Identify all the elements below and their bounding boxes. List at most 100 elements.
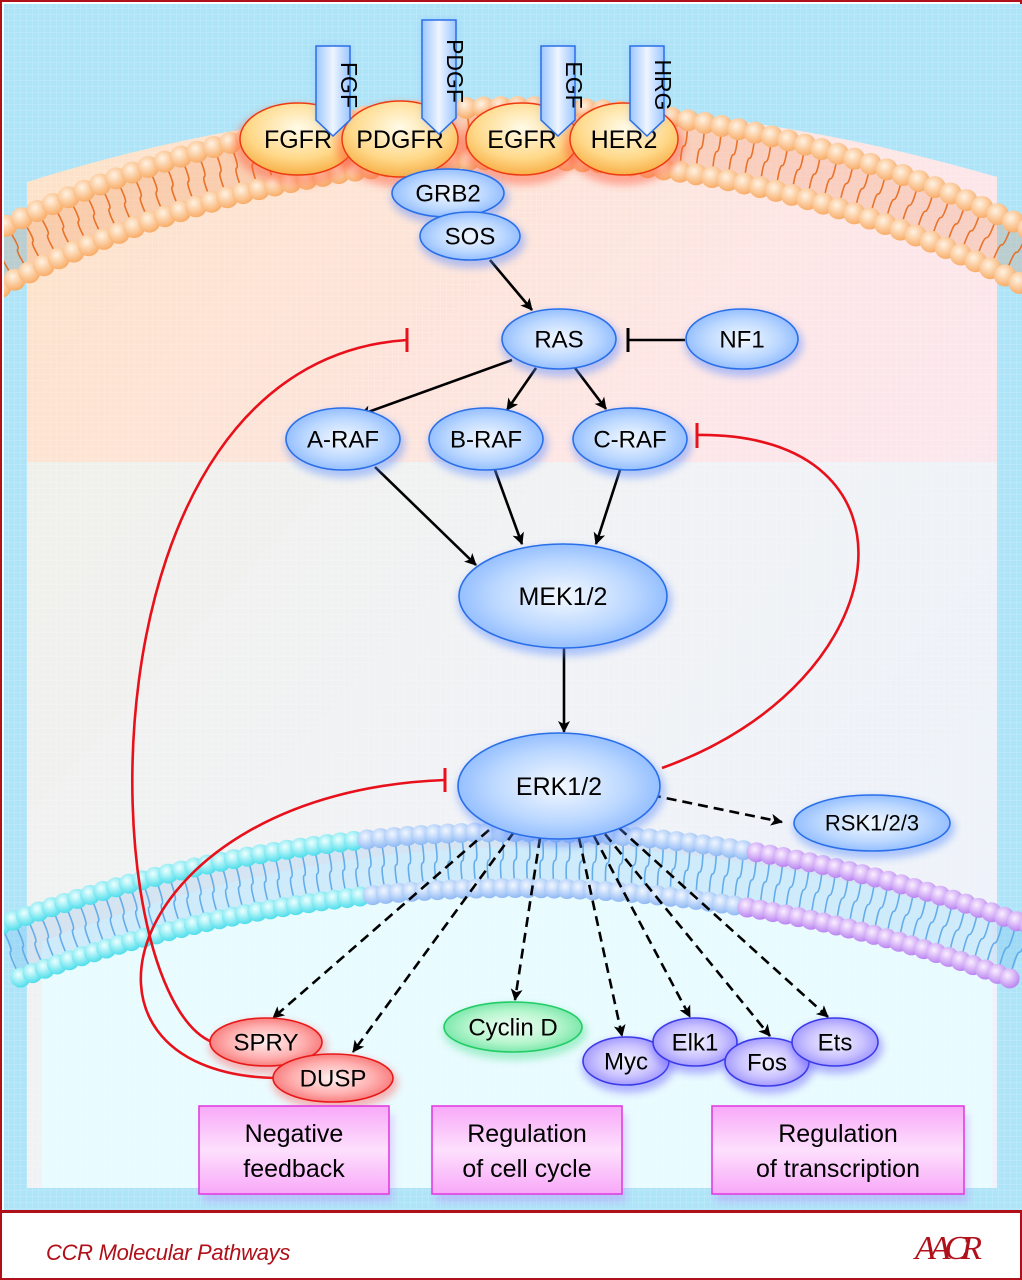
dashed-arrow bbox=[592, 835, 692, 1018]
lipid-head-outer bbox=[1019, 919, 1022, 933]
node-shape bbox=[685, 308, 799, 370]
inhibition-line bbox=[661, 433, 860, 770]
lipid-tail bbox=[869, 169, 888, 219]
lipid-head-outer bbox=[744, 121, 767, 144]
edge-sos-ras-activation bbox=[489, 259, 533, 311]
lipid-tail bbox=[974, 213, 999, 262]
lipid-tail bbox=[746, 852, 758, 908]
lipid-tail bbox=[154, 876, 170, 932]
lipid-tail bbox=[420, 834, 426, 891]
ligand-hrg: HRG bbox=[629, 45, 676, 138]
lipid-tail bbox=[52, 203, 75, 253]
node-label: Myc bbox=[604, 1048, 648, 1075]
lipid-tail bbox=[922, 895, 941, 950]
edge-ras-braf-activation bbox=[505, 367, 538, 411]
node-shape bbox=[428, 407, 544, 471]
ligand-shape bbox=[315, 45, 351, 138]
lipid-tail bbox=[784, 859, 798, 915]
node-shape bbox=[272, 1053, 394, 1103]
lipid-tail bbox=[806, 148, 823, 200]
aacr-logo: AACR bbox=[915, 1230, 982, 1267]
lipid-head-outer bbox=[793, 133, 816, 156]
edge-erk-rsk-indirect bbox=[650, 793, 783, 826]
edge-erk-myc-indirect bbox=[577, 837, 626, 1037]
lipid-tail bbox=[669, 841, 678, 897]
lipid-tail bbox=[180, 870, 195, 926]
lipid-tail bbox=[299, 847, 310, 904]
lipid-tail bbox=[233, 858, 246, 915]
dashed-arrow bbox=[577, 837, 626, 1037]
lipid-tail bbox=[366, 839, 374, 896]
node-label: RAS bbox=[534, 326, 583, 353]
ligand-shape bbox=[540, 45, 576, 138]
lipid-tail bbox=[984, 916, 1005, 970]
activation-arrow bbox=[493, 469, 524, 545]
lipid-head-inner bbox=[1008, 271, 1022, 294]
ligand-fgf: FGF bbox=[315, 45, 362, 138]
edge-araf-mek-activation bbox=[374, 466, 477, 566]
node-erk: ERK1/2 bbox=[457, 732, 665, 847]
lipid-tail bbox=[797, 862, 811, 918]
lipid-tail bbox=[578, 833, 584, 890]
ligand-label: PDGF bbox=[442, 39, 468, 103]
lipid-tail bbox=[212, 146, 229, 198]
node-label: Ets bbox=[818, 1029, 853, 1056]
node-shape bbox=[793, 794, 951, 852]
footer-divider bbox=[2, 1210, 1022, 1213]
lipid-tail bbox=[656, 839, 664, 896]
node-ras: RAS bbox=[501, 308, 621, 377]
node-sos: SOS bbox=[419, 211, 525, 268]
lipid-tail bbox=[711, 125, 723, 178]
lipid-tail bbox=[163, 161, 182, 212]
lipid-tail bbox=[167, 873, 183, 929]
lipid-head-outer bbox=[1006, 911, 1022, 932]
node-ets: Ets bbox=[791, 1017, 883, 1074]
lipid-tail bbox=[565, 832, 571, 890]
activation-arrow bbox=[374, 466, 477, 566]
node-label: A-RAF bbox=[307, 426, 379, 453]
lipid-head-outer bbox=[777, 129, 800, 152]
receptor-label: FGFR bbox=[264, 126, 332, 154]
node-araf: A-RAF bbox=[285, 407, 405, 478]
lipid-tail bbox=[272, 851, 284, 908]
dashed-arrow bbox=[351, 831, 516, 1053]
ligand-shape bbox=[421, 19, 457, 136]
node-mek: MEK1/2 bbox=[458, 543, 672, 656]
lipid-head-outer bbox=[1002, 210, 1022, 233]
lipid-tail bbox=[89, 894, 108, 949]
lipid-tail bbox=[259, 853, 271, 910]
node-shape bbox=[457, 732, 661, 840]
lipid-tail bbox=[772, 856, 784, 913]
lipid-tail bbox=[486, 832, 491, 889]
lipid-tail bbox=[339, 842, 348, 899]
edge-braf-mek-activation bbox=[493, 469, 524, 545]
lipid-tail bbox=[63, 902, 83, 957]
lipid-tail bbox=[147, 166, 166, 217]
lipid-tail bbox=[822, 153, 839, 204]
lipid-tail bbox=[914, 186, 936, 236]
lipid-tail bbox=[873, 880, 890, 936]
node-label: GRB2 bbox=[415, 180, 480, 207]
lipid-tail bbox=[591, 834, 598, 891]
lipid-tail bbox=[50, 906, 71, 961]
lipid-tail bbox=[460, 832, 465, 890]
lipid-tail bbox=[525, 831, 531, 889]
lipid-tail bbox=[180, 156, 197, 207]
lipid-tail bbox=[996, 921, 1018, 975]
lipid-tail bbox=[643, 838, 651, 895]
edge-spry-ras-feedback-inhibition bbox=[131, 328, 409, 1044]
lipid-tail bbox=[972, 912, 993, 966]
footer-series-title: CCR Molecular Pathways bbox=[46, 1240, 291, 1265]
node-label: ERK1/2 bbox=[516, 773, 602, 801]
lipid-tail bbox=[720, 848, 731, 904]
lipid-tail bbox=[406, 835, 413, 892]
lipid-tail bbox=[695, 844, 705, 900]
dashed-arrow bbox=[603, 833, 772, 1037]
lipid-head-inner bbox=[999, 968, 1020, 989]
lipid-tail bbox=[935, 899, 954, 954]
lipid-head-outer bbox=[676, 109, 699, 132]
